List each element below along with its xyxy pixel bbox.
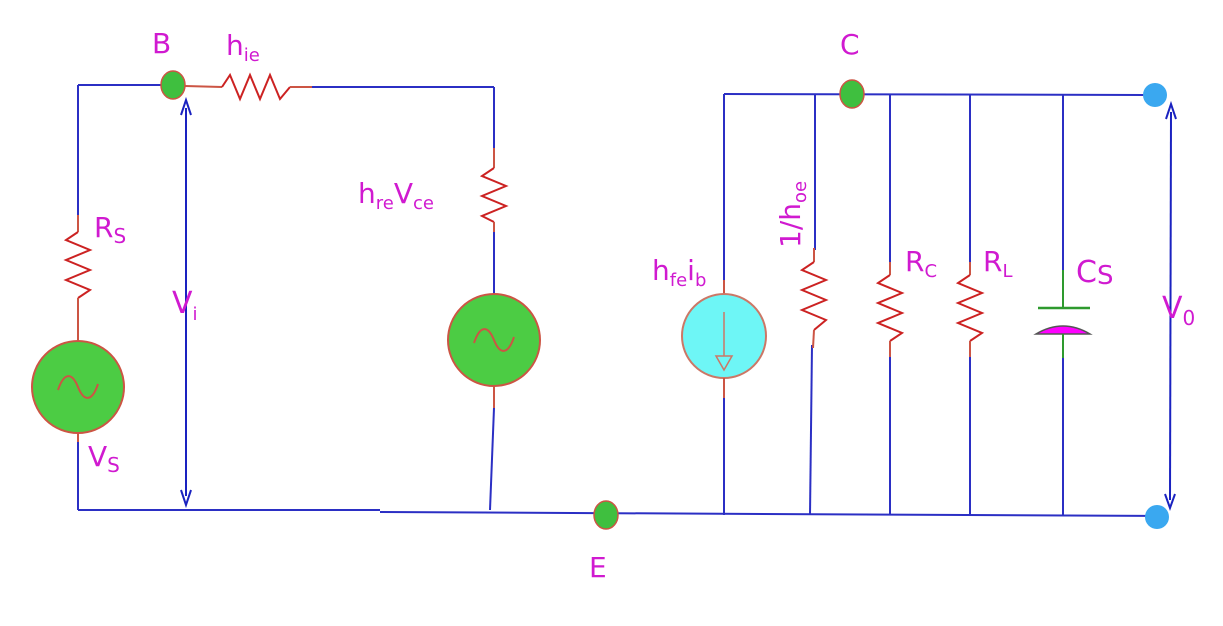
cs-label-sub: S xyxy=(1097,261,1114,291)
v0-arrow xyxy=(1164,100,1177,511)
left-loop-wires xyxy=(77,84,495,511)
ground-rail xyxy=(379,511,1161,517)
node-b xyxy=(160,70,186,100)
ac-sine-icon xyxy=(57,375,99,399)
output-terminal-top xyxy=(1143,83,1167,107)
hie-label-main: h xyxy=(226,29,244,62)
vi-label-sub: i xyxy=(193,304,198,325)
vs-label-main: V xyxy=(88,440,107,473)
rl-resistor xyxy=(955,262,985,357)
hoe-label-sub: oe xyxy=(790,181,811,203)
rc-label: RC xyxy=(905,245,937,282)
hoe-label: 1/hoe xyxy=(774,181,811,248)
vs-label-sub: S xyxy=(107,453,120,477)
hfe-ib-label-fe: fe xyxy=(670,270,687,291)
hfe-ib-label: hfeib xyxy=(652,254,706,291)
vi-label-main: V xyxy=(172,286,193,321)
hre-vce-label-h: h xyxy=(358,177,376,210)
node-b-label: B xyxy=(152,27,171,60)
rl-label-sub: L xyxy=(1002,261,1012,282)
rs-label-sub: S xyxy=(113,224,126,248)
hie-resistor xyxy=(184,72,312,102)
cs-capacitor xyxy=(1033,270,1093,358)
v0-label: V0 xyxy=(1162,291,1195,330)
rs-label: RS xyxy=(94,211,126,248)
cs-label-main: C xyxy=(1076,255,1097,290)
hfe-ib-current-source xyxy=(681,280,767,398)
hre-vce-label-v: V xyxy=(394,177,413,210)
node-e-label: E xyxy=(589,551,607,584)
output-wires xyxy=(723,93,1153,516)
hre-vce-voltage-source xyxy=(447,293,541,408)
hfe-ib-label-i: i xyxy=(687,254,695,287)
vs-label: VS xyxy=(88,440,120,477)
hre-vce-label-ce: ce xyxy=(413,193,434,214)
hie-label-sub: ie xyxy=(244,45,260,66)
output-terminal-bottom xyxy=(1145,505,1169,529)
rc-resistor xyxy=(875,262,905,357)
vi-arrow xyxy=(180,96,192,509)
rc-label-main: R xyxy=(905,245,924,278)
cs-label: CS xyxy=(1076,255,1113,291)
vs-voltage-source xyxy=(31,340,125,442)
node-c-label: C xyxy=(840,28,860,61)
v0-label-main: V xyxy=(1162,291,1183,326)
node-c xyxy=(839,79,865,109)
v0-label-sub: 0 xyxy=(1183,306,1196,330)
rl-label: RL xyxy=(983,245,1013,282)
node-e xyxy=(593,500,619,530)
rs-label-main: R xyxy=(94,211,113,244)
hfe-ib-label-b: b xyxy=(695,270,706,291)
vi-label: Vi xyxy=(172,286,198,325)
ac-sine-icon xyxy=(473,328,515,352)
hfe-ib-label-h: h xyxy=(652,254,670,287)
hoe-label-main: 1/h xyxy=(774,203,807,248)
hoe-resistor xyxy=(799,248,829,349)
rc-label-sub: C xyxy=(924,261,937,282)
hre-vce-label-re: re xyxy=(376,193,394,214)
rs-resistor xyxy=(63,215,93,340)
hie-label: hie xyxy=(226,29,260,66)
hre-vce-resistor xyxy=(479,148,509,232)
hre-vce-label: hreVce xyxy=(358,177,434,214)
rl-label-main: R xyxy=(983,245,1002,278)
